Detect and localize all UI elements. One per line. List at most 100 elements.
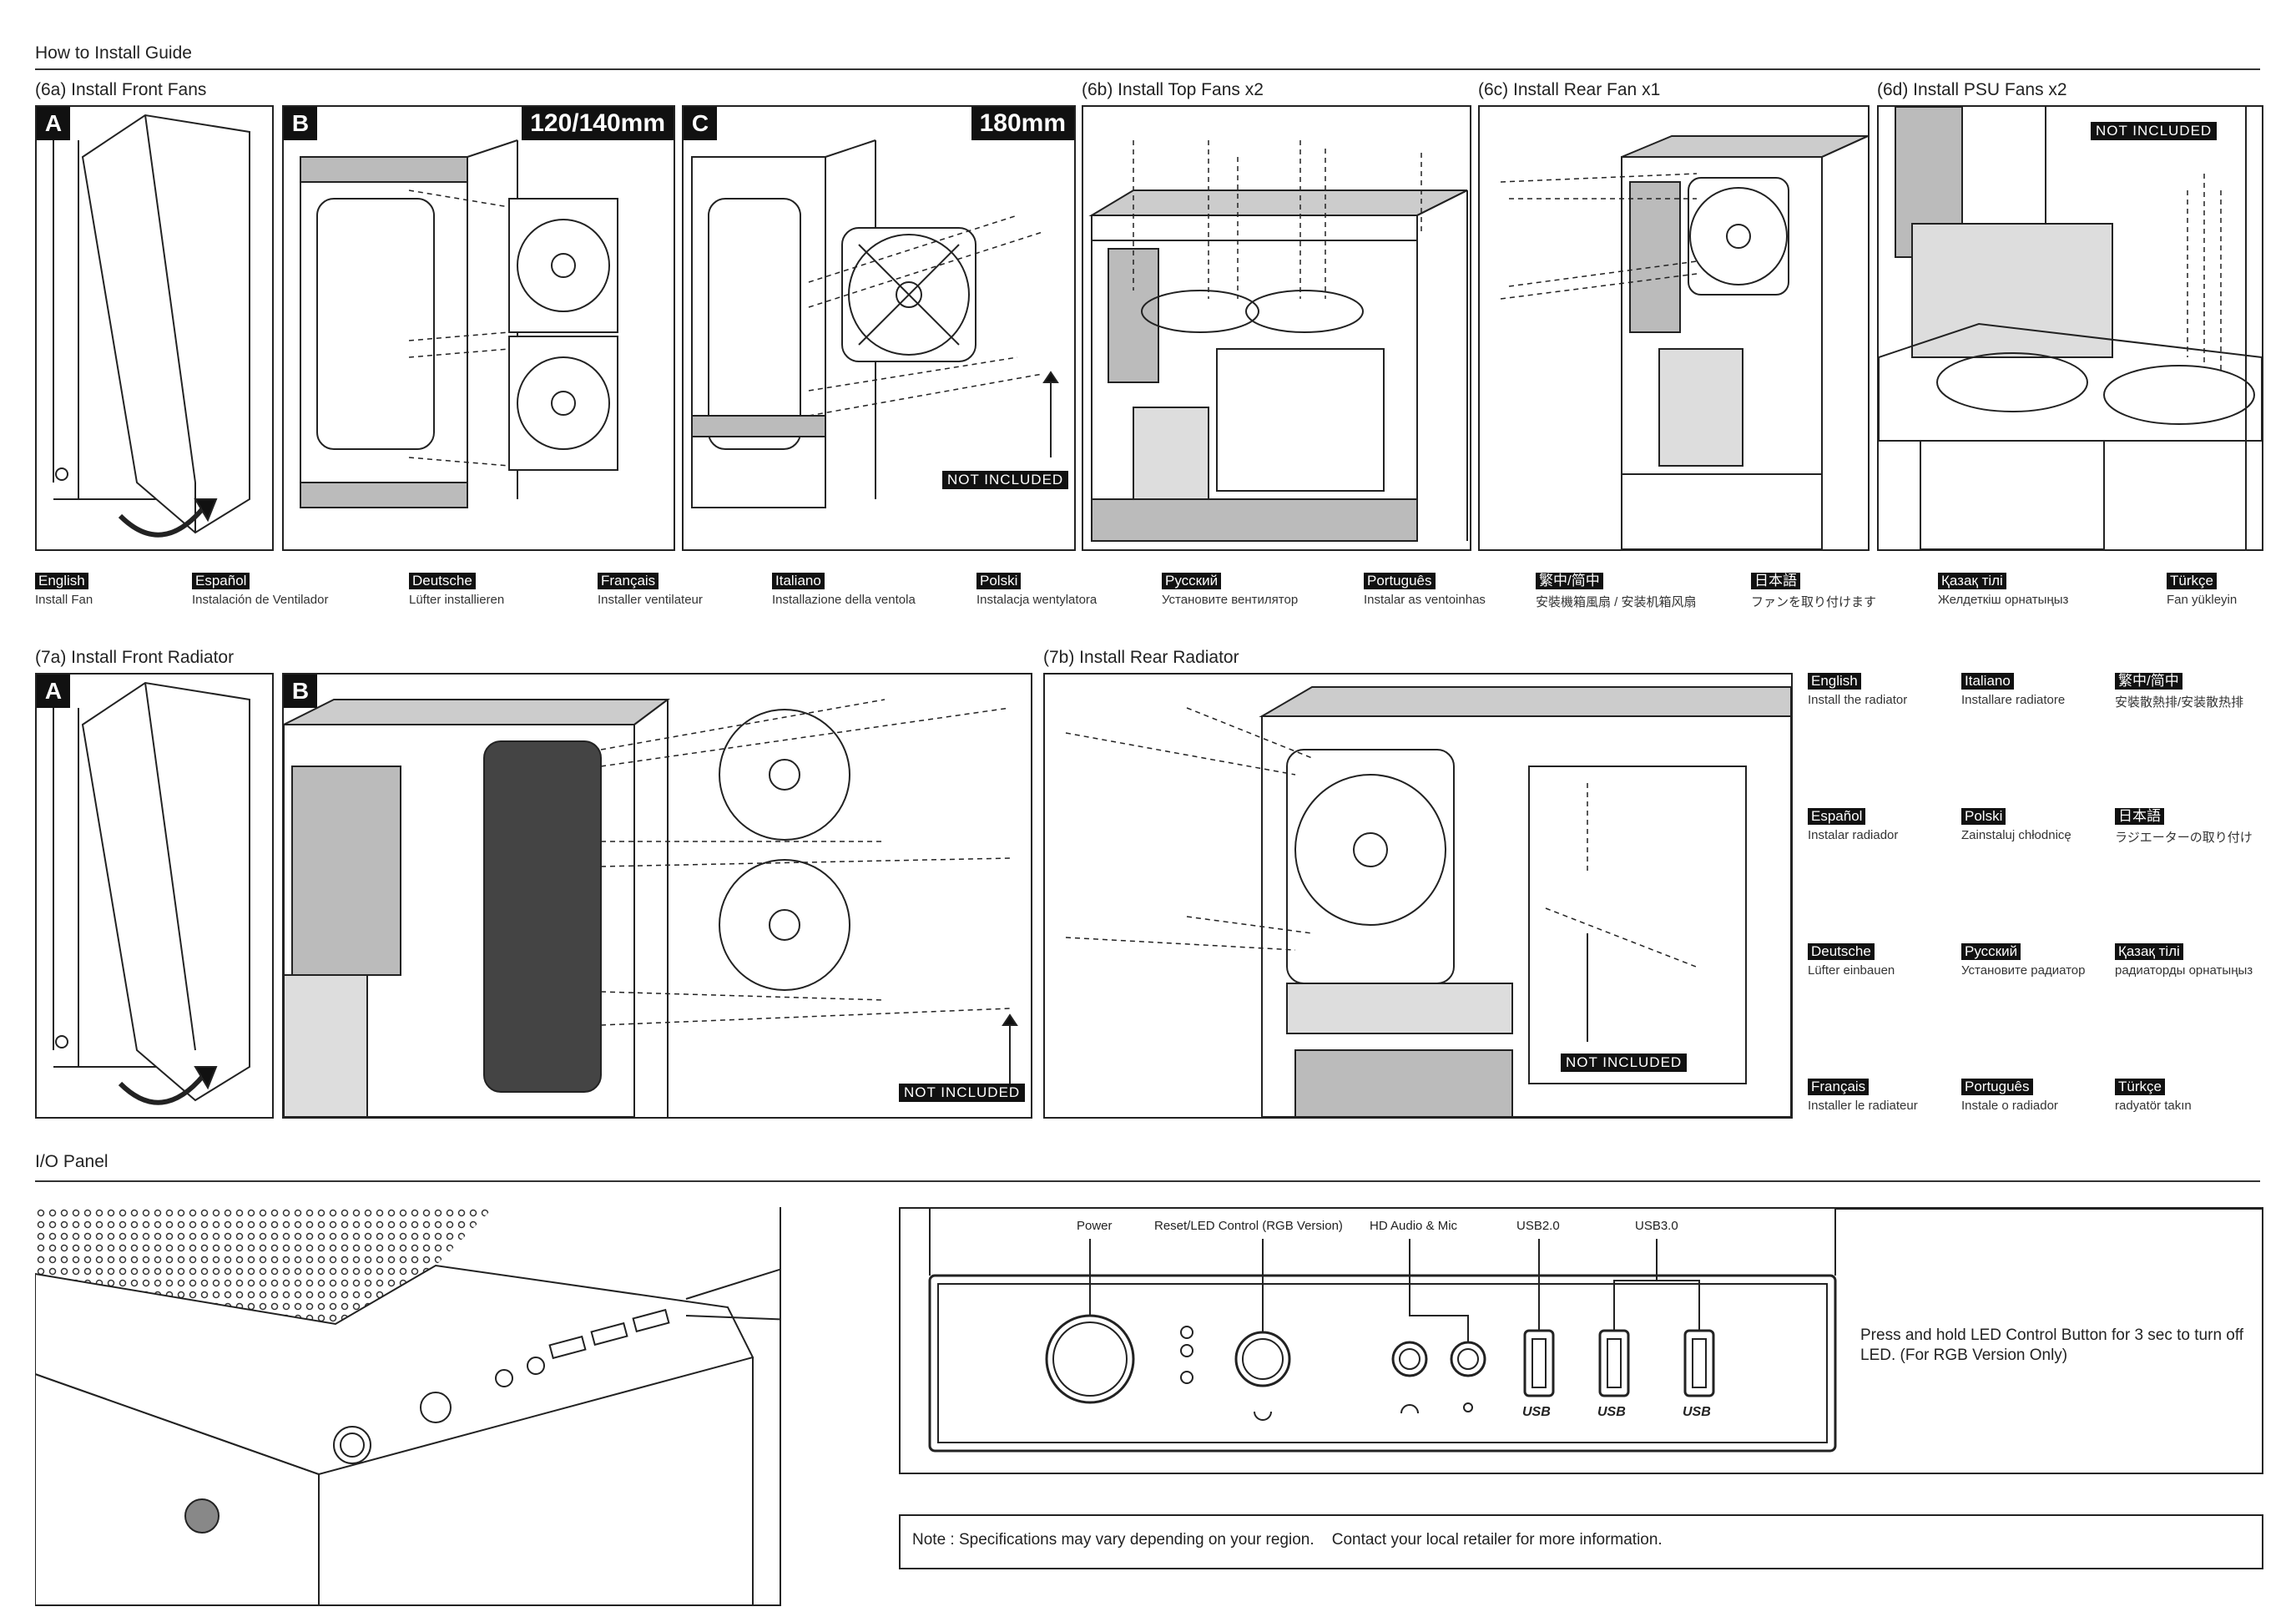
region-note: Note : Specifications may vary depending… xyxy=(912,1531,1663,1549)
lang-name: Русский xyxy=(1961,943,2021,960)
lang-name: 繁中/简中 xyxy=(1536,573,1603,589)
step-6a-title: (6a) Install Front Fans xyxy=(35,80,207,99)
usb-glyph: USB xyxy=(1597,1405,1626,1419)
usb-glyph: USB xyxy=(1683,1405,1711,1419)
guide-title: How to Install Guide xyxy=(35,43,192,63)
lang-text: радиаторды орнатыңыз xyxy=(2115,963,2253,978)
step-6c-title: (6c) Install Rear Fan x1 xyxy=(1478,80,1661,99)
panel-6a-c: C 180mm NOT INCLUDED xyxy=(682,105,1076,551)
lang-name: Русский xyxy=(1162,573,1222,589)
lang-name: Italiano xyxy=(772,573,825,589)
front-radiator-illustration xyxy=(284,699,1018,1117)
lang-name: 日本語 xyxy=(2115,808,2164,825)
io-front-panel-diagram: USB USB USB xyxy=(928,1209,2262,1453)
top-fans-illustration xyxy=(1088,140,1468,542)
panel-7b: NOT INCLUDED xyxy=(1043,673,1793,1119)
lang-text: 安裝散熱排/安装散热排 xyxy=(2115,695,2244,710)
step-7b-title: (7b) Install Rear Radiator xyxy=(1043,648,1239,667)
reset-icon xyxy=(1254,1411,1272,1421)
lang-name: Deutsche xyxy=(1808,943,1875,960)
rear-fan-illustration xyxy=(1500,135,1868,549)
not-included-label-7b: NOT INCLUDED xyxy=(1561,1054,1688,1072)
front-fan-180-illustration xyxy=(691,139,1059,508)
usb-glyph: USB xyxy=(1522,1405,1551,1419)
lang-name: Polski xyxy=(976,573,1022,589)
label-power: Power xyxy=(1077,1219,1113,1233)
step-6b-title: (6b) Install Top Fans x2 xyxy=(1082,80,1264,99)
panel-letter-a: A xyxy=(37,107,70,140)
led-instruction: Press and hold LED Control Button for 3 … xyxy=(1860,1326,2244,1364)
lang-name: Français xyxy=(1808,1079,1870,1095)
panel-letter-b: B xyxy=(284,675,317,708)
not-included-label: NOT INCLUDED xyxy=(942,471,1069,489)
lang-name: Español xyxy=(1808,808,1866,825)
headphone-icon xyxy=(1400,1404,1419,1414)
mic-icon xyxy=(1463,1402,1473,1412)
lang-text: Install Fan xyxy=(35,593,93,607)
lang-name: Polski xyxy=(1961,808,2006,825)
panel-6a-b: B 120/140mm xyxy=(282,105,675,551)
case-top-illustration xyxy=(35,1207,780,1604)
lang-name: 繁中/简中 xyxy=(2115,673,2182,690)
lang-text: Installer ventilateur xyxy=(598,593,703,607)
lang-item: 繁中/简中安裝機箱風扇 / 安装机箱风扇 xyxy=(1536,573,1697,610)
lang-text: ラジエーターの取り付け xyxy=(2115,831,2253,845)
lang-text: Установите радиатор xyxy=(1961,963,2086,978)
lang-text: 安裝機箱風扇 / 安装机箱风扇 xyxy=(1536,595,1697,609)
lang-text: Instalar radiador xyxy=(1808,828,1899,842)
lang-name: English xyxy=(1808,673,1861,690)
io-panel-title: I/O Panel xyxy=(35,1152,108,1171)
lang-name: Türkçe xyxy=(2115,1079,2165,1095)
lang-text: Instalación de Ventilador xyxy=(192,593,329,607)
step-6d-title: (6d) Install PSU Fans x2 xyxy=(1877,80,2067,99)
label-usb2: USB2.0 xyxy=(1516,1219,1560,1233)
lang-item: 日本語ラジエーターの取り付け xyxy=(2115,808,2253,846)
front-fans-120-140-illustration xyxy=(300,139,618,508)
lang-name: English xyxy=(35,573,88,589)
lang-text: Installer le radiateur xyxy=(1808,1099,1918,1113)
lang-name: Қазақ тілі xyxy=(2115,943,2183,960)
panel-6d: NOT INCLUDED xyxy=(1877,105,2263,551)
label-reset: Reset/LED Control (RGB Version) xyxy=(1154,1219,1343,1233)
lang-item: 日本語ファンを取り付けます xyxy=(1751,573,1876,610)
panel-7a-b: B NOT INCLUDED xyxy=(282,673,1032,1119)
step-7a-title: (7a) Install Front Radiator xyxy=(35,648,235,667)
lang-text: Lüfter einbauen xyxy=(1808,963,1895,978)
lang-text: Instalar as ventoinhas xyxy=(1364,593,1486,607)
front-panel-removal-illustration-2 xyxy=(53,681,250,1105)
lang-name: Français xyxy=(598,573,659,589)
io-detail-box: Power Reset/LED Control (RGB Version) HD… xyxy=(899,1207,2263,1474)
lang-name: Türkçe xyxy=(2167,573,2217,589)
lang-text: Установите вентилятор xyxy=(1162,593,1299,607)
lang-name: Deutsche xyxy=(409,573,476,589)
lang-name: Italiano xyxy=(1961,673,2014,690)
panel-letter-a: A xyxy=(37,675,70,708)
fan-size-badge-180: 180mm xyxy=(971,107,1074,140)
power-button xyxy=(1045,1314,1135,1404)
lang-text: ファンを取り付けます xyxy=(1751,595,1877,609)
case-top-illustration-frame xyxy=(35,1207,781,1606)
not-included-label-psu: NOT INCLUDED xyxy=(2091,122,2218,140)
panel-7a-a: A xyxy=(35,673,274,1119)
io-rule xyxy=(35,1180,2260,1182)
panel-6a-a: A xyxy=(35,105,274,551)
lang-text: Instale o radiador xyxy=(1961,1099,2058,1113)
lang-name: Português xyxy=(1961,1079,2033,1095)
header-rule xyxy=(35,68,2260,70)
label-usb3: USB3.0 xyxy=(1635,1219,1678,1233)
note-box: Note : Specifications may vary depending… xyxy=(899,1514,2263,1569)
lang-item: 繁中/简中安裝散熱排/安装散热排 xyxy=(2115,673,2243,710)
lang-text: Installare radiatore xyxy=(1961,693,2066,707)
